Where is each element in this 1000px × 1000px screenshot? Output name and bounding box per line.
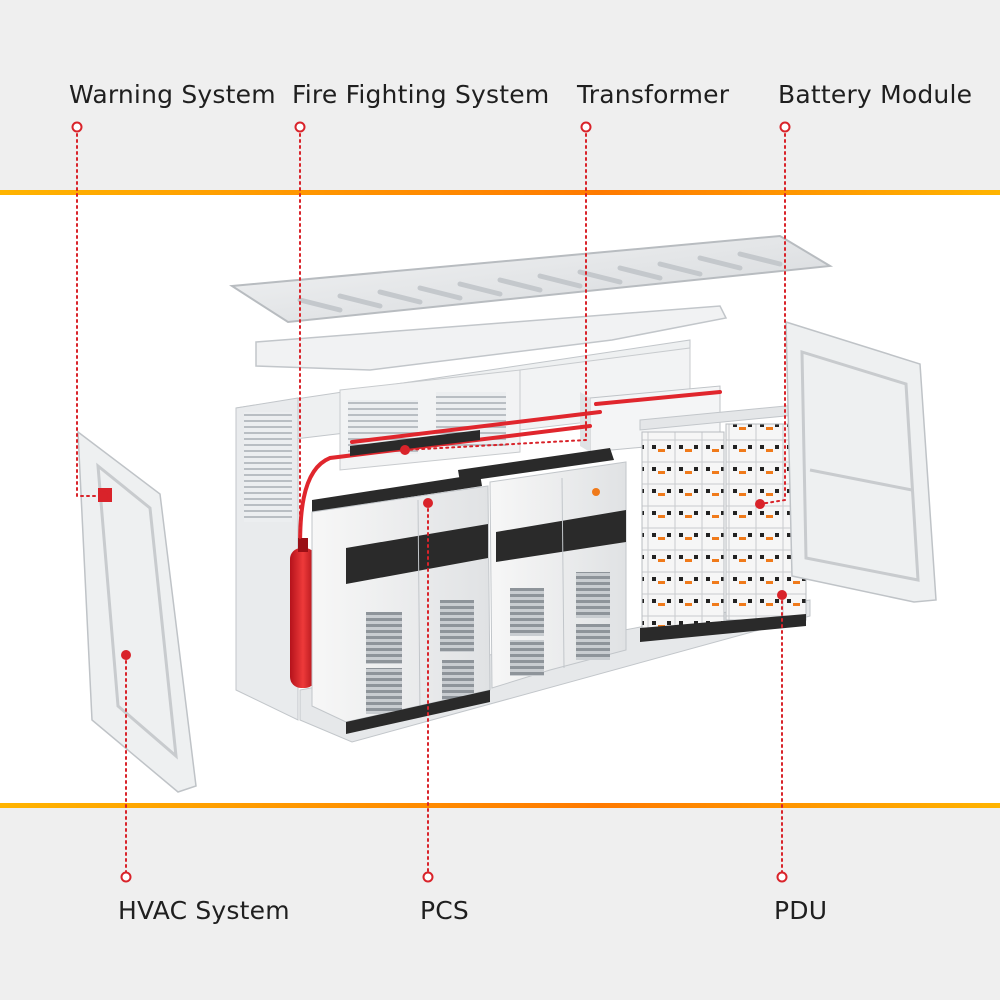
circle-marker-icon [71, 121, 791, 883]
callout-lines [76, 127, 786, 877]
sungrow-logo-icon [592, 488, 600, 496]
label-pdu: PDU [774, 896, 828, 925]
left-door-hvac [77, 430, 197, 793]
label-hvac-system: HVAC System [118, 896, 290, 925]
roof-panel [229, 234, 834, 324]
pcs-cabinet-right [458, 448, 627, 689]
label-pcs: PCS [420, 896, 470, 925]
label-transformer: Transformer [577, 80, 730, 109]
side-louver [244, 412, 292, 522]
label-warning-system: Warning System [69, 80, 276, 109]
ceiling-duct [255, 305, 728, 371]
fire-extinguisher [290, 538, 316, 688]
right-door [785, 320, 937, 603]
bottom-accent-stripe [0, 803, 1000, 808]
label-battery-module: Battery Module [778, 80, 973, 109]
pcs-cabinet-left [311, 474, 491, 734]
top-accent-stripe [0, 190, 1000, 195]
top-band [0, 0, 1000, 193]
label-fire-fighting-system: Fire Fighting System [292, 80, 550, 109]
bottom-band [0, 806, 1000, 1000]
callout-dots [98, 445, 787, 660]
busbar-tray [350, 430, 480, 456]
battery-racks [639, 403, 807, 642]
